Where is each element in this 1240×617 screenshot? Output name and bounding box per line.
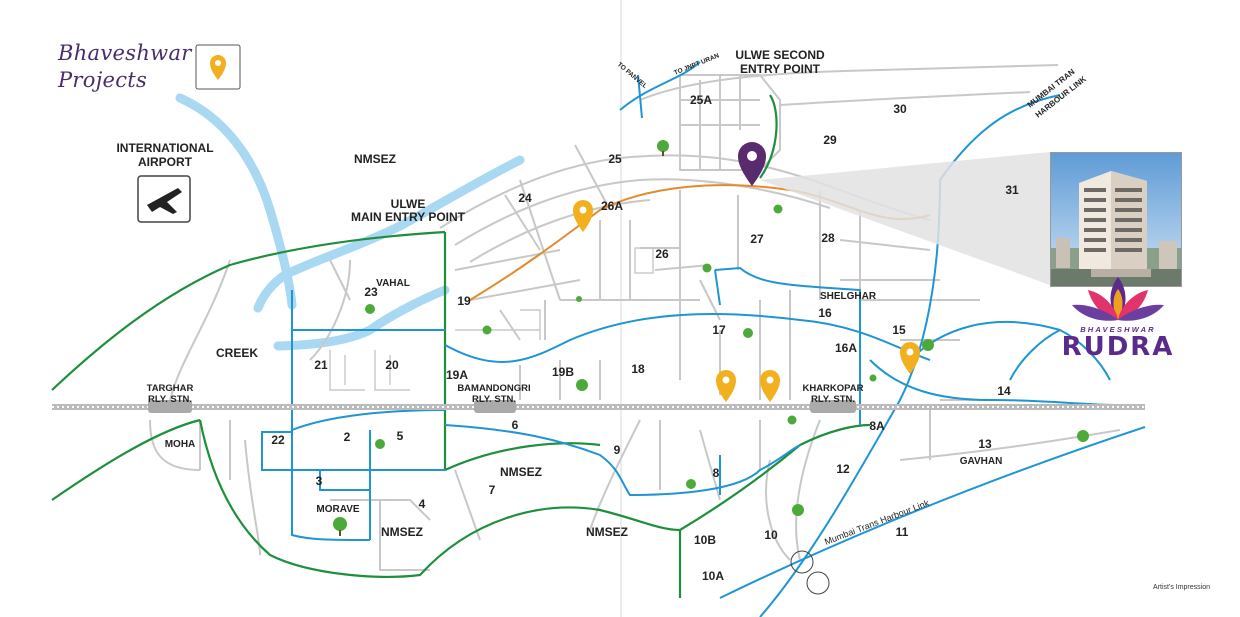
- sector-label: 8A: [869, 419, 885, 433]
- company-name-line2: Projects: [58, 68, 148, 92]
- to-jnpt-label: TO JNPT URAN: [673, 52, 720, 77]
- sector-label: 28: [821, 231, 835, 245]
- ulwe-main-l2: MAIN ENTRY POINT: [351, 210, 466, 224]
- station-bamandongri-l1: BAMANDONGRI: [457, 383, 530, 394]
- vahal-label: VAHAL: [376, 278, 410, 289]
- sector-label: 5: [397, 429, 404, 443]
- airport-icon: [137, 175, 191, 223]
- project-highlight-beam: [760, 152, 1050, 285]
- sector-label: 13: [978, 437, 992, 451]
- sector-label: 24: [518, 191, 532, 205]
- sector-label: 19A: [446, 368, 468, 382]
- sector-label: 6: [512, 418, 519, 432]
- sector-label: 14: [997, 384, 1011, 398]
- building-illustration: [1051, 153, 1181, 286]
- airport-label-l1: INTERNATIONAL: [116, 141, 213, 155]
- location-pins: [195, 44, 920, 402]
- sector-label: 12: [836, 462, 850, 476]
- sector-label: 25A: [690, 93, 712, 107]
- shelghar-label: SHELGHAR: [820, 291, 877, 302]
- sector-label: 25: [608, 152, 622, 166]
- ulwe-second-l1: ULWE SECOND: [735, 48, 825, 62]
- sector-label: 3: [316, 474, 323, 488]
- station-labels: TARGHAR RLY. STN. BAMANDONGRI RLY. STN. …: [147, 383, 864, 405]
- sector-label: 31: [1005, 183, 1019, 197]
- sector-label: 17: [712, 323, 726, 337]
- sector-label: 19: [457, 294, 471, 308]
- sector-label: 16: [818, 306, 832, 320]
- project-name: RUDRA: [1061, 332, 1175, 362]
- legend-pin-icon: [195, 44, 241, 90]
- nmsez-a-label: NMSEZ: [381, 525, 423, 539]
- gavhan-label: GAVHAN: [960, 456, 1003, 467]
- sector-label: 10B: [694, 533, 716, 547]
- station-targhar-l2: RLY. STN.: [148, 394, 192, 405]
- artist-impression-note: Artist's Impression: [1153, 584, 1210, 591]
- sector-label: 11: [896, 525, 909, 539]
- sector-label: 19B: [552, 365, 574, 379]
- sector-label: 9: [614, 443, 621, 457]
- green-arterial-roads: [51, 94, 871, 598]
- creek-label: CREEK: [216, 346, 258, 360]
- company-name-line1: Bhaveshwar: [58, 41, 192, 65]
- nmsez-top-label: NMSEZ: [354, 152, 396, 166]
- project-brand-small: BHAVESHWAR: [1080, 325, 1156, 334]
- sector-label: 7: [489, 483, 496, 497]
- sector-label: 27: [750, 232, 764, 246]
- sector-label: 15: [892, 323, 906, 337]
- sector-label: 26: [655, 247, 669, 261]
- moha-label: MOHA: [165, 439, 196, 450]
- nmsez-b-label: NMSEZ: [500, 465, 542, 479]
- morave-label: MORAVE: [316, 504, 359, 515]
- airport-label-l2: AIRPORT: [138, 155, 193, 169]
- ulwe-second-l2: ENTRY POINT: [740, 62, 821, 76]
- sector-label: 10: [764, 528, 778, 542]
- sector-label: 20: [385, 358, 399, 372]
- station-kharkopar-l2: RLY. STN.: [811, 394, 855, 405]
- sector-label: 21: [314, 358, 328, 372]
- sector-labels: 25A 30 29 25 24 26A 27 28 31 26 23 19 17…: [271, 93, 1019, 583]
- sector-label: 8: [713, 466, 720, 480]
- project-logo: BHAVESHWAR RUDRA: [1058, 277, 1178, 362]
- sector-label: 22: [271, 433, 285, 447]
- sector-label: 26A: [601, 199, 623, 213]
- tree-icons: [333, 140, 1089, 536]
- block-roads: [329, 247, 654, 391]
- station-platforms: [148, 400, 856, 413]
- project-photo: [1050, 152, 1182, 287]
- sector-label: 2: [344, 430, 351, 444]
- station-targhar-l1: TARGHAR: [147, 383, 194, 394]
- nmsez-c-label: NMSEZ: [586, 525, 628, 539]
- sector-label: 18: [631, 362, 645, 376]
- sector-label: 29: [823, 133, 837, 147]
- interchange-circles: [790, 550, 830, 595]
- sector-label: 16A: [835, 341, 857, 355]
- sector-label: 10A: [702, 569, 724, 583]
- station-bamandongri-l2: RLY. STN.: [472, 394, 516, 405]
- sector-label: 23: [364, 285, 378, 299]
- company-logo: Bhaveshwar Projects: [58, 40, 192, 94]
- sector-label: 4: [419, 497, 426, 511]
- ulwe-main-l1: ULWE: [391, 197, 426, 211]
- lotus-icon: [1072, 277, 1164, 321]
- station-kharkopar-l1: KHARKOPAR: [802, 383, 863, 394]
- sector-label: 30: [893, 102, 907, 116]
